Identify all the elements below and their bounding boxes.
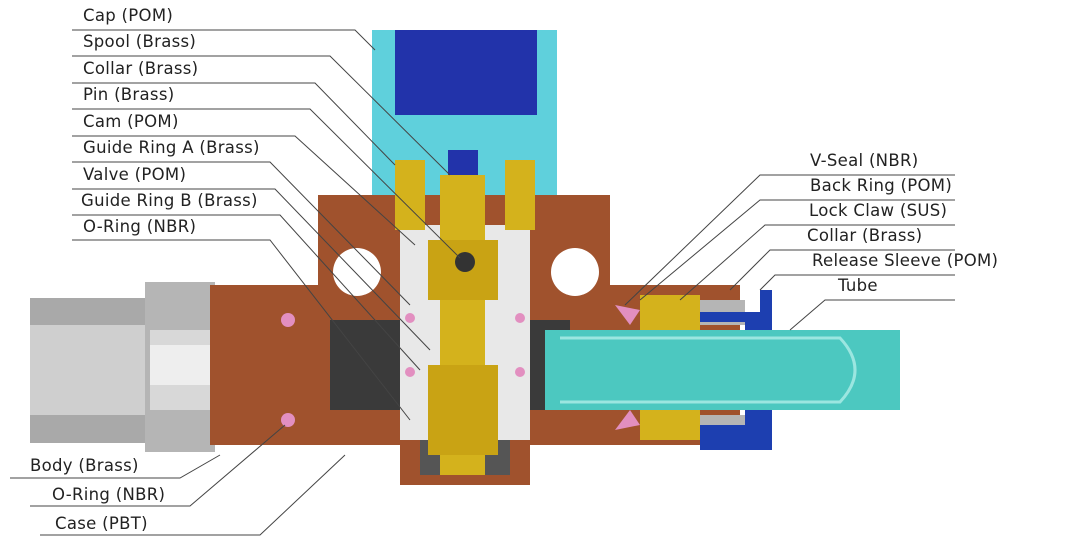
label-valve: Valve (POM) <box>83 165 187 184</box>
label-o-ring-upper: O-Ring (NBR) <box>83 217 197 236</box>
tube-assembly <box>545 290 900 450</box>
o-rings <box>281 305 640 430</box>
label-spool: Spool (Brass) <box>83 32 197 51</box>
label-cam: Cam (POM) <box>83 112 179 131</box>
label-cap: Cap (POM) <box>83 6 174 25</box>
label-collar: Collar (Brass) <box>83 59 199 78</box>
label-pin: Pin (Brass) <box>83 85 175 104</box>
label-case: Case (PBT) <box>55 514 148 533</box>
label-lock-claw: Lock Claw (SUS) <box>809 201 948 220</box>
label-back-ring: Back Ring (POM) <box>810 176 953 195</box>
spool <box>428 150 498 475</box>
label-body: Body (Brass) <box>30 456 139 475</box>
label-tube: Tube <box>838 276 878 295</box>
label-o-ring-lower: O-Ring (NBR) <box>52 485 166 504</box>
label-collar-right: Collar (Brass) <box>807 226 923 245</box>
label-release-sleeve: Release Sleeve (POM) <box>812 251 999 270</box>
label-v-seal: V-Seal (NBR) <box>810 151 919 170</box>
leader-lines <box>10 29 955 536</box>
label-guide-ring-b: Guide Ring B (Brass) <box>81 191 258 210</box>
label-guide-ring-a: Guide Ring A (Brass) <box>83 138 260 157</box>
